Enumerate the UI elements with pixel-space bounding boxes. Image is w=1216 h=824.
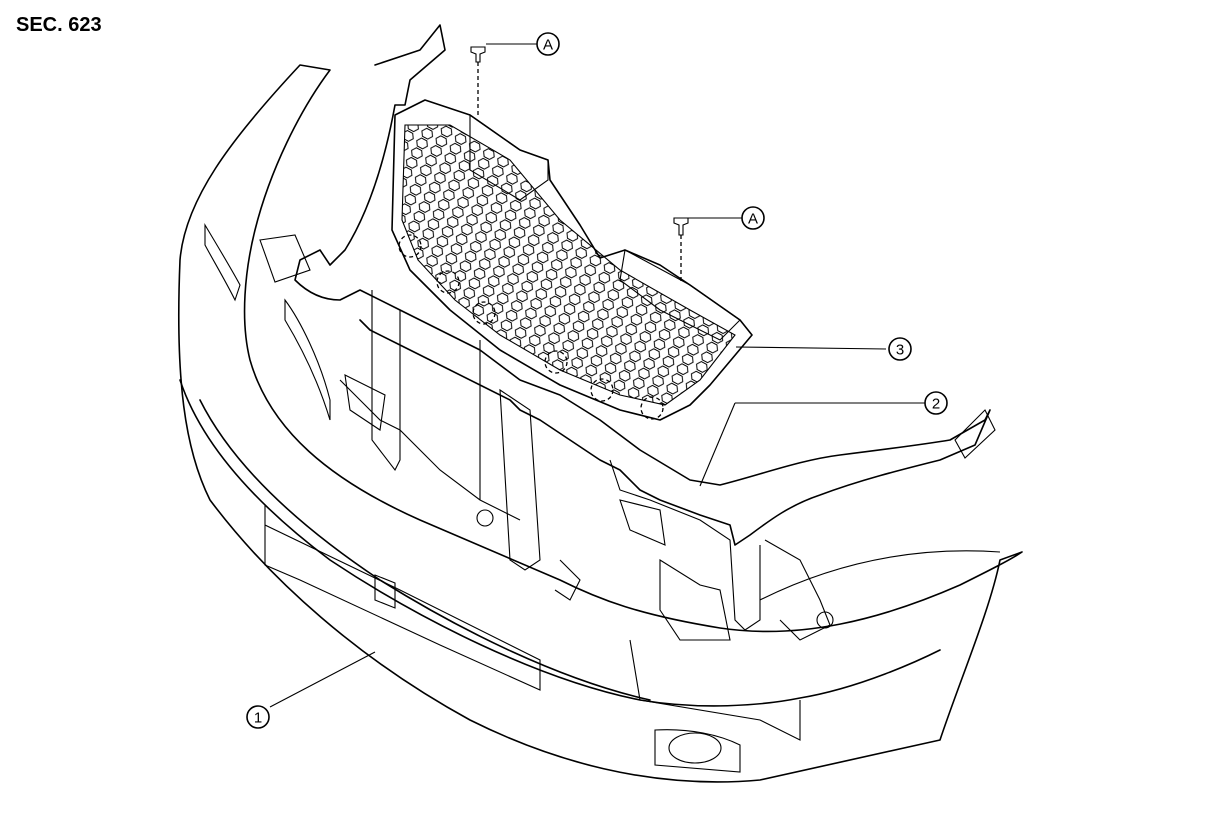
callout-clip-top-label: A [543,37,553,54]
callout-bumper-fascia-label: 1 [254,710,262,727]
section-label: SEC. 623 [16,14,102,36]
clip-right [673,217,689,282]
callout-clip-top: A [536,32,560,56]
callout-clip-right-label: A [748,211,758,228]
callout-reinforcement: 2 [924,391,948,415]
bumper-reinforcement [259,24,996,641]
callout-grille-label: 3 [896,342,904,359]
callout-bumper-fascia: 1 [246,705,270,729]
callout-clip-right: A [741,206,765,230]
callout-reinforcement-label: 2 [932,396,940,413]
leader-lines [269,43,925,708]
bumper-fascia [177,64,1023,783]
front-grille [391,99,753,421]
callout-grille: 3 [888,337,912,361]
clip-top [470,46,486,115]
